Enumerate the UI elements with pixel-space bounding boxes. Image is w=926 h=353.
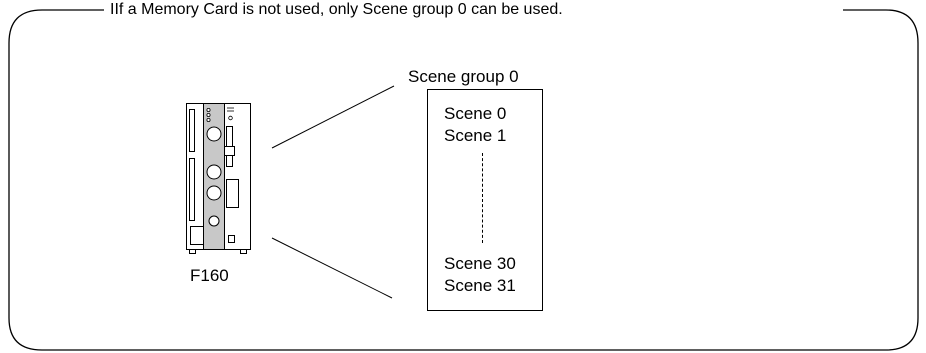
scene-group-box: Scene 0 Scene 1 Scene 30 Scene 31 [427, 89, 543, 311]
scene-item: Scene 1 [444, 126, 507, 145]
memory-card-note: IIf a Memory Card is not used, only Scen… [104, 1, 569, 19]
scene-ellipsis-line [482, 153, 483, 243]
f160-device-icon [186, 103, 251, 254]
connector-line-bottom [271, 237, 393, 299]
device-label: F160 [190, 266, 229, 285]
scene-item: Scene 31 [444, 276, 516, 295]
scene-item: Scene 30 [444, 254, 516, 273]
scene-item: Scene 0 [444, 104, 507, 123]
scene-group-title: Scene group 0 [408, 67, 519, 86]
connector-line-top [271, 85, 395, 149]
